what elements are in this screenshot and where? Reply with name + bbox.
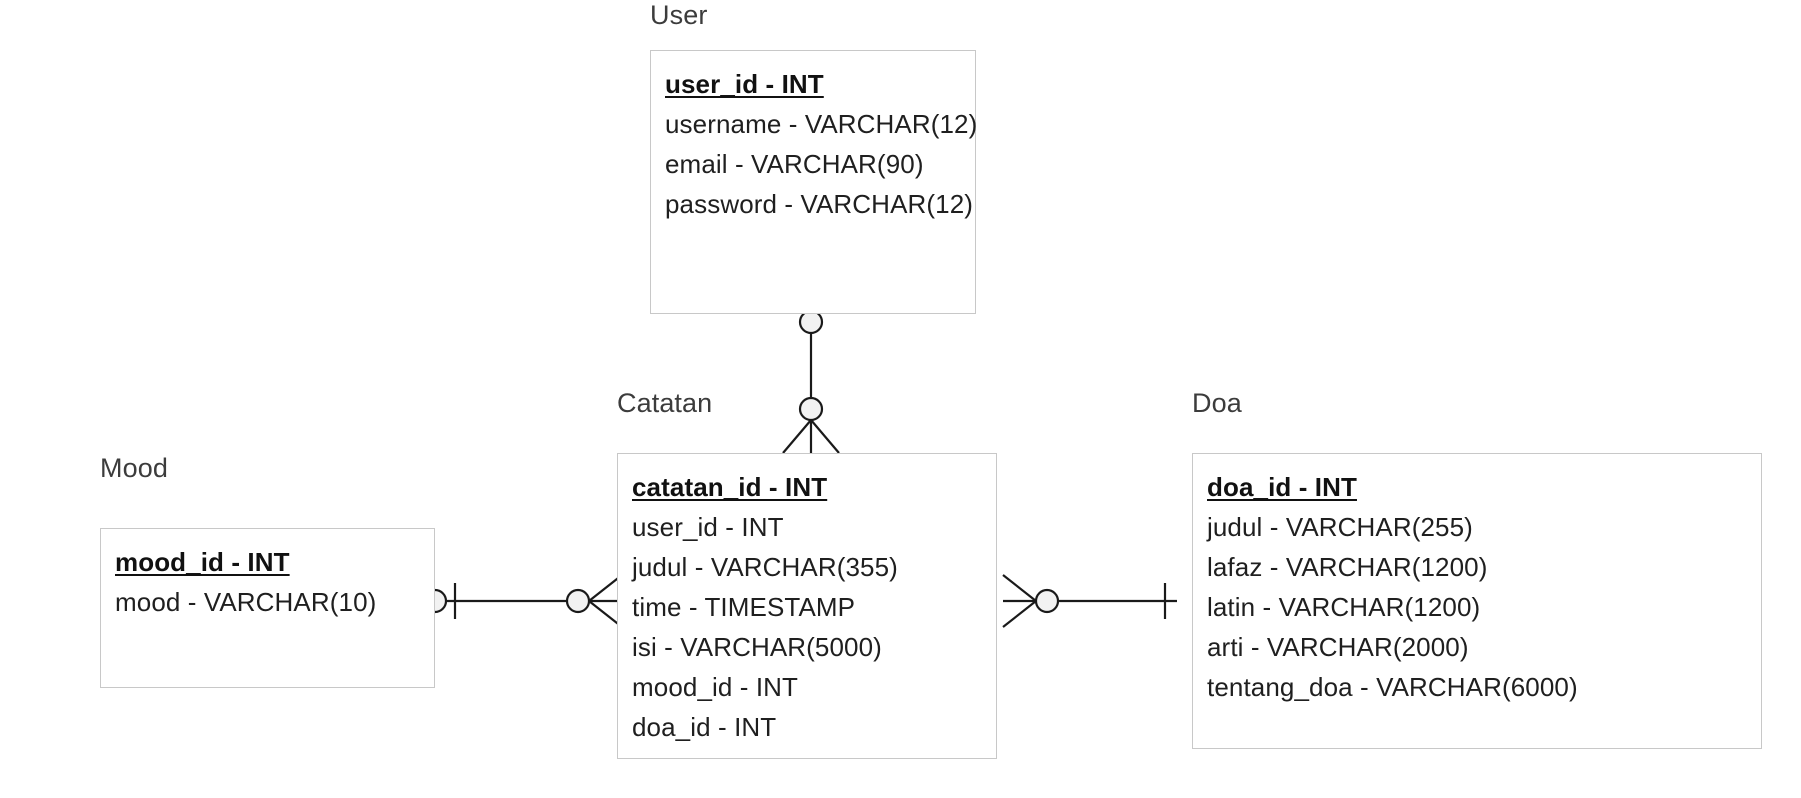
attribute-primary-key: user_id - INT [665,69,824,99]
relationship-catatan-doa [1002,574,1177,628]
attribute-primary-key: mood_id - INT [115,547,290,577]
entity-title-catatan: Catatan [617,388,713,418]
attribute-row: password - VARCHAR(12) [665,189,974,219]
marker-zero-or-one-user [798,309,824,335]
attribute-row: judul - VARCHAR(355) [632,552,898,582]
attribute-row: doa_id - INT [632,712,777,742]
marker-zero-or-many-catatan-right-circle [1034,588,1060,614]
attribute-primary-key: catatan_id - INT [632,472,828,502]
attribute-row: mood - VARCHAR(10) [115,587,377,617]
attribute-row: latin - VARCHAR(1200) [1207,592,1481,622]
marker-zero-or-many-catatan-left-circle [565,588,591,614]
attribute-row: mood_id - INT [632,672,799,702]
entity-box-catatan[interactable]: catatan_id - INT user_id - INT judul - V… [617,453,997,759]
attribute-row: time - TIMESTAMP [632,592,856,622]
entity-box-doa[interactable]: doa_id - INT judul - VARCHAR(255) lafaz … [1192,453,1762,749]
attribute-row: user_id - INT [632,512,784,542]
marker-zero-or-many-catatan-circle [798,396,824,422]
entity-box-user[interactable]: user_id - INT username - VARCHAR(12) ema… [650,50,978,314]
entity-box-mood[interactable]: mood_id - INT mood - VARCHAR(10) [100,528,435,688]
attribute-list-mood: mood_id - INT mood - VARCHAR(10) [115,542,426,622]
attribute-list-doa: doa_id - INT judul - VARCHAR(255) lafaz … [1207,467,1753,707]
attribute-row: username - VARCHAR(12) [665,109,978,139]
relationship-mood-catatan [422,574,623,628]
attribute-row: email - VARCHAR(90) [665,149,924,179]
attribute-row: isi - VARCHAR(5000) [632,632,882,662]
attribute-list-catatan: catatan_id - INT user_id - INT judul - V… [632,467,988,747]
marker-crowsfoot-catatan-top [782,419,840,454]
entity-title-user: User [650,0,708,30]
attribute-row: tentang_doa - VARCHAR(6000) [1207,672,1578,702]
entity-title-doa: Doa [1192,388,1242,418]
entity-title-mood: Mood [100,453,168,483]
attribute-row: judul - VARCHAR(255) [1207,512,1473,542]
attribute-list-user: user_id - INT username - VARCHAR(12) ema… [665,64,978,224]
attribute-primary-key: doa_id - INT [1207,472,1357,502]
relationship-user-catatan [782,309,840,454]
attribute-row: lafaz - VARCHAR(1200) [1207,552,1488,582]
marker-crowsfoot-catatan-right [1002,574,1037,628]
attribute-row: arti - VARCHAR(2000) [1207,632,1469,662]
